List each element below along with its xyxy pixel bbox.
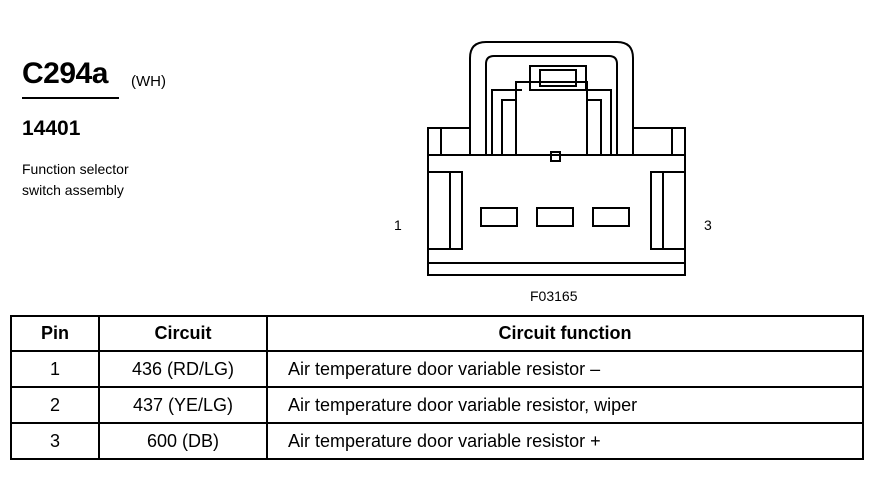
circuit-column-header: Circuit <box>98 315 268 352</box>
polarizing-key <box>550 151 561 162</box>
figure-code: F03165 <box>530 288 578 304</box>
side-rib-left <box>428 171 463 250</box>
connector-color-code: (WH) <box>131 73 166 90</box>
locking-latch-inner <box>485 55 618 155</box>
pin-3-label: 3 <box>704 217 712 233</box>
pin-cavity-1 <box>480 207 518 227</box>
pin-cavity-2 <box>536 207 574 227</box>
connector-face-drawing <box>427 41 686 276</box>
circuit-cell: 437 (YE/LG) <box>98 386 268 424</box>
table-header-row: Pin Circuit Circuit function <box>10 315 864 352</box>
latch-button <box>529 65 587 91</box>
connector-body <box>427 154 686 276</box>
circuit-function-cell: Air temperature door variable resistor – <box>266 350 864 388</box>
table-row: 1 436 (RD/LG) Air temperature door varia… <box>10 350 864 388</box>
latch-rail-right-inner <box>587 99 602 155</box>
pin-cavity-3 <box>592 207 630 227</box>
table-row: 2 437 (YE/LG) Air temperature door varia… <box>10 386 864 424</box>
pinout-table: Pin Circuit Circuit function 1 436 (RD/L… <box>10 315 864 460</box>
pin-cell: 3 <box>10 422 100 460</box>
circuit-cell: 600 (DB) <box>98 422 268 460</box>
pin-cell: 2 <box>10 386 100 424</box>
locking-latch-outer <box>469 41 634 155</box>
latch-body <box>515 81 588 156</box>
pin-1-label: 1 <box>394 217 402 233</box>
latch-rail-left <box>491 89 522 155</box>
latch-rail-right <box>581 89 612 155</box>
circuit-function-cell: Air temperature door variable resistor + <box>266 422 864 460</box>
side-rib-right <box>650 171 685 250</box>
part-number: 14401 <box>22 117 81 140</box>
connector-id: C294a <box>22 57 108 90</box>
description-line-2: switch assembly <box>22 182 124 198</box>
table-row: 3 600 (DB) Air temperature door variable… <box>10 422 864 460</box>
circuit-function-column-header: Circuit function <box>266 315 864 352</box>
circuit-function-cell: Air temperature door variable resistor, … <box>266 386 864 424</box>
pin-cell: 1 <box>10 350 100 388</box>
pin-column-header: Pin <box>10 315 100 352</box>
title-underline <box>22 97 119 99</box>
shoulder-left <box>427 127 470 155</box>
shoulder-right <box>633 127 686 155</box>
latch-button-inner <box>539 69 577 87</box>
description-line-1: Function selector <box>22 161 129 177</box>
latch-rail-left-inner <box>501 99 516 155</box>
circuit-cell: 436 (RD/LG) <box>98 350 268 388</box>
